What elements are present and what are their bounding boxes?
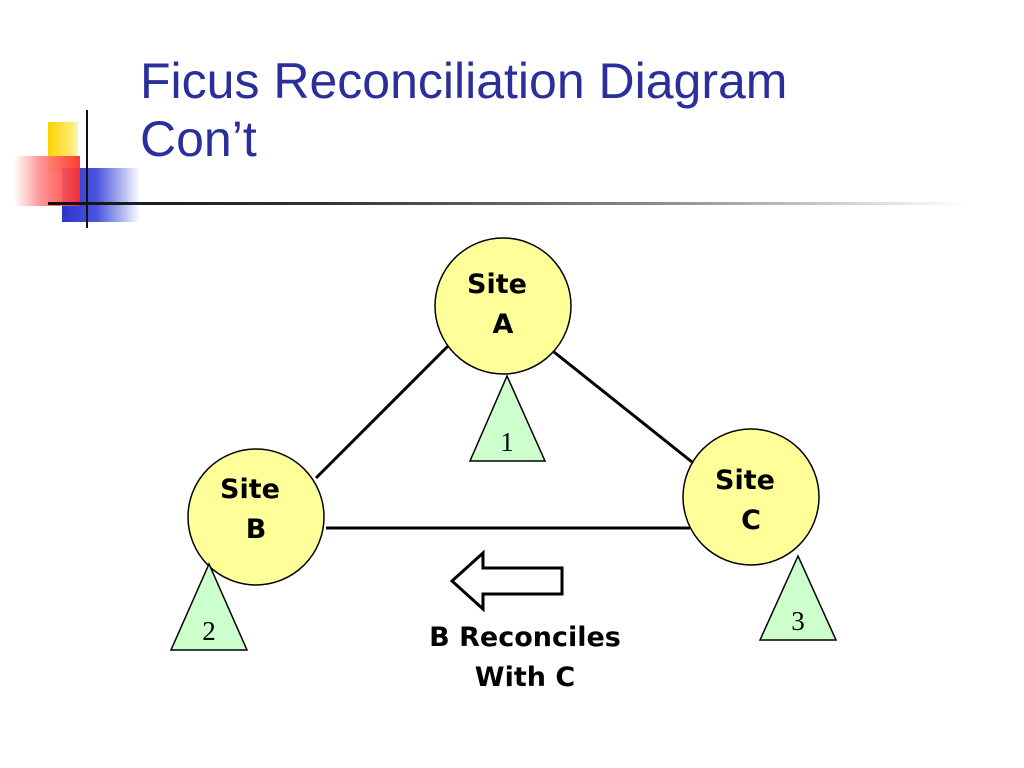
marker-3-label: 3	[791, 606, 805, 636]
marker-2-label: 2	[202, 616, 216, 646]
site-a-circle	[434, 237, 572, 375]
site-c-circle	[682, 428, 820, 566]
reconcile-caption: B Reconciles With C	[380, 618, 670, 698]
marker-1-triangle	[468, 374, 547, 462]
site-c-label-line2: C	[741, 505, 761, 536]
edge-a-c	[553, 350, 693, 464]
marker-2: 2	[169, 562, 249, 651]
site-b-node: Site B	[187, 448, 325, 586]
site-b-circle	[187, 448, 325, 586]
caption-line-1: B Reconciles	[429, 622, 621, 653]
marker-3: 3	[758, 554, 838, 641]
site-a-label-line2: A	[493, 309, 514, 340]
site-b-label-line2: B	[246, 514, 267, 545]
marker-3-triangle	[758, 554, 838, 641]
marker-1: 1	[468, 374, 547, 462]
site-c-label-line1: Site	[715, 465, 775, 496]
title-line-1: Ficus Reconciliation Diagram	[140, 53, 788, 109]
edge-a-b	[314, 340, 454, 480]
site-c-node: Site C	[682, 428, 820, 566]
site-a-label-line1: Site	[467, 269, 527, 300]
site-a-node: Site A	[434, 237, 572, 375]
caption-line-2: With C	[474, 662, 576, 693]
logo-vertical-line	[86, 110, 88, 228]
site-b-label-line1: Site	[220, 474, 280, 505]
arrow-left-icon	[449, 549, 564, 613]
logo-red-square	[14, 156, 80, 206]
slide-title: Ficus Reconciliation Diagram Con’t	[140, 52, 960, 168]
marker-1-label: 1	[500, 427, 514, 457]
marker-2-triangle	[169, 562, 249, 651]
title-underline	[48, 202, 968, 205]
title-line-2: Con’t	[140, 111, 257, 167]
